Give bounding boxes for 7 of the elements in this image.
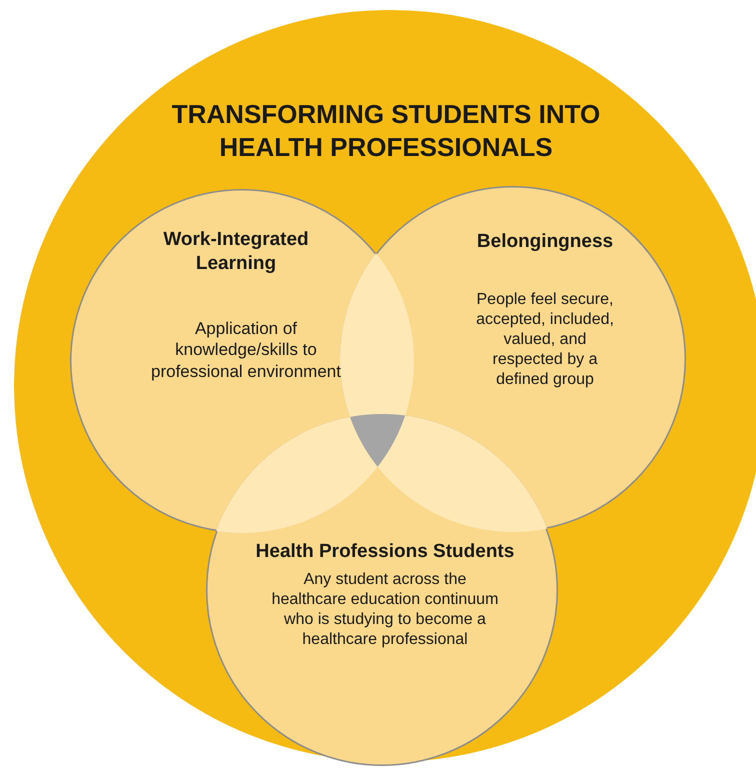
circle-heading: Belongingness — [476, 230, 614, 254]
circle-description: Application of knowledge/skills to professional environment — [151, 318, 341, 382]
circle-heading: Health Professions Students — [254, 540, 516, 564]
circle-description: People feel secure, accepted, included, valued, and respected by a defined group — [475, 290, 615, 390]
circle-heading: Work-Integrated Learning — [162, 228, 310, 276]
title: TRANSFORMING STUDENTS INTO HEALTH PROFESSIONALS — [170, 98, 602, 163]
circle-description: Any student across the healthcare education continuum who is studying to become a healthcare professional — [270, 570, 500, 650]
